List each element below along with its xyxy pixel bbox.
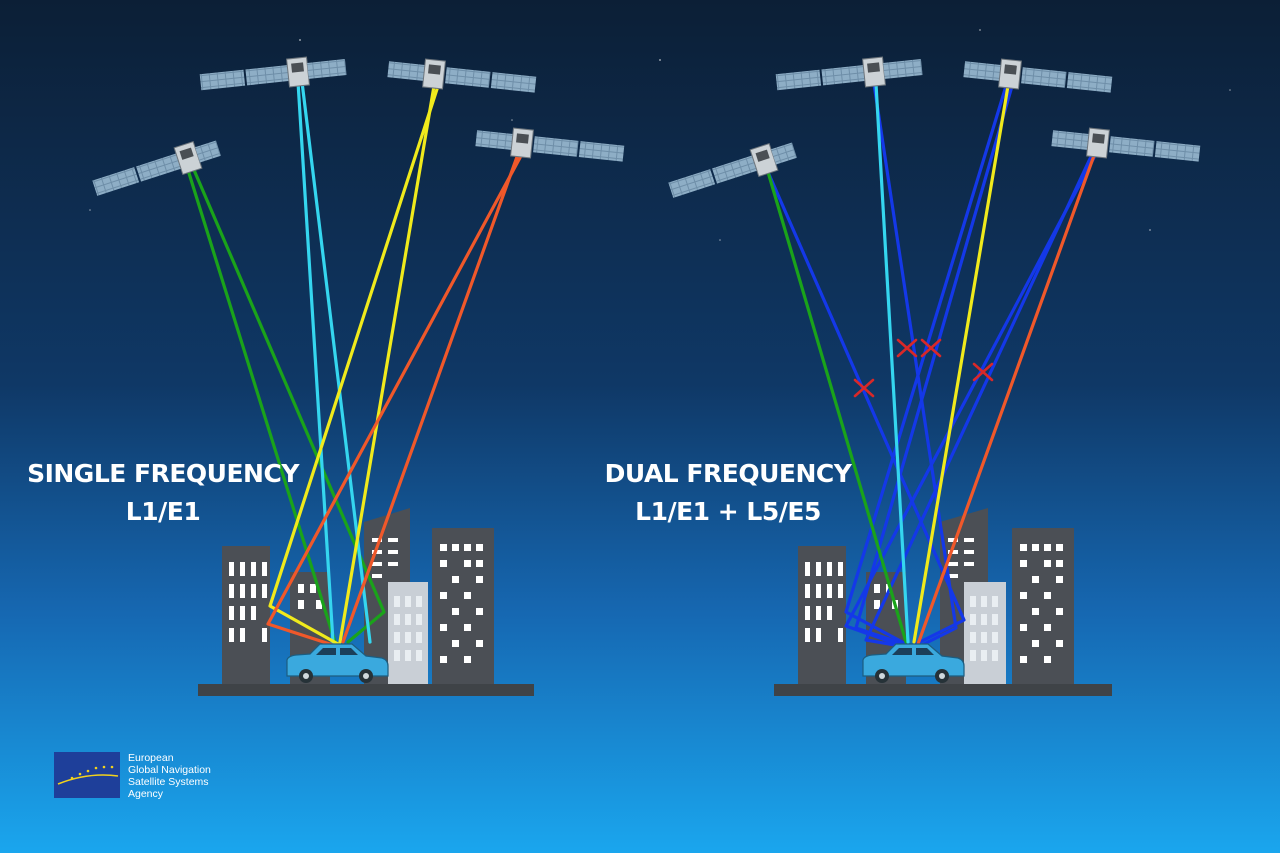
satellite <box>1051 127 1201 162</box>
gsa-logo: European Global Navigation Satellite Sys… <box>54 752 211 800</box>
satellite <box>387 58 537 93</box>
signal-yellow-multipath <box>268 84 440 646</box>
signal-yellow <box>912 84 1010 644</box>
right-ground <box>774 684 1112 696</box>
block-cross-icon <box>920 338 942 358</box>
blocked-signal-markers <box>853 338 994 398</box>
signal-orange-multipath <box>266 152 524 648</box>
satellite <box>92 140 221 196</box>
logo-line-4: Agency <box>128 788 164 800</box>
signal-green <box>186 168 337 644</box>
satellite <box>668 142 797 198</box>
block-cross-icon <box>972 362 994 382</box>
right-panel-title: DUAL FREQUENCY <box>605 459 853 488</box>
left-panel-title: SINGLE FREQUENCY <box>27 459 300 488</box>
logo-line-3: Satellite Systems <box>128 776 209 788</box>
right-panel-subtitle: L1/E1 + L5/E5 <box>635 497 821 526</box>
logo-arc <box>57 774 119 785</box>
block-cross-icon <box>896 338 918 358</box>
signal-yellow <box>338 84 436 644</box>
logo-line-2: Global Navigation <box>128 764 211 776</box>
signal-cyan <box>296 80 335 644</box>
building-windows <box>229 538 483 663</box>
signal-green-multipath <box>192 168 386 644</box>
block-cross-icon <box>853 378 875 398</box>
signal-orange <box>341 152 520 644</box>
signal-blue-l5 <box>872 82 958 648</box>
signal-cyan-multipath <box>300 80 372 644</box>
satellite <box>475 127 625 162</box>
left-panel: SINGLE FREQUENCY L1/E1 <box>27 56 625 696</box>
left-buildings <box>222 508 494 686</box>
satellite <box>963 58 1113 93</box>
right-panel: DUAL FREQUENCY L1/E1 + L5/E5 <box>605 56 1201 696</box>
signal-blue-l5 <box>844 84 1008 646</box>
signal-cyan <box>874 82 910 644</box>
satellite <box>775 56 923 91</box>
signal-blue-l5 <box>766 170 966 646</box>
left-car <box>286 643 389 683</box>
logo-stars <box>70 765 114 780</box>
left-signals <box>186 80 524 648</box>
logo-line-1: European <box>128 752 174 764</box>
right-car <box>862 643 965 683</box>
signal-green <box>766 170 908 644</box>
signal-orange <box>916 148 1098 646</box>
light-building-windows <box>394 596 422 661</box>
left-panel-subtitle: L1/E1 <box>126 497 200 526</box>
satellite <box>199 56 347 91</box>
signal-blue-l5 <box>844 148 1100 650</box>
light-building-windows <box>970 596 998 661</box>
left-ground <box>198 684 534 696</box>
stars <box>89 29 1231 241</box>
